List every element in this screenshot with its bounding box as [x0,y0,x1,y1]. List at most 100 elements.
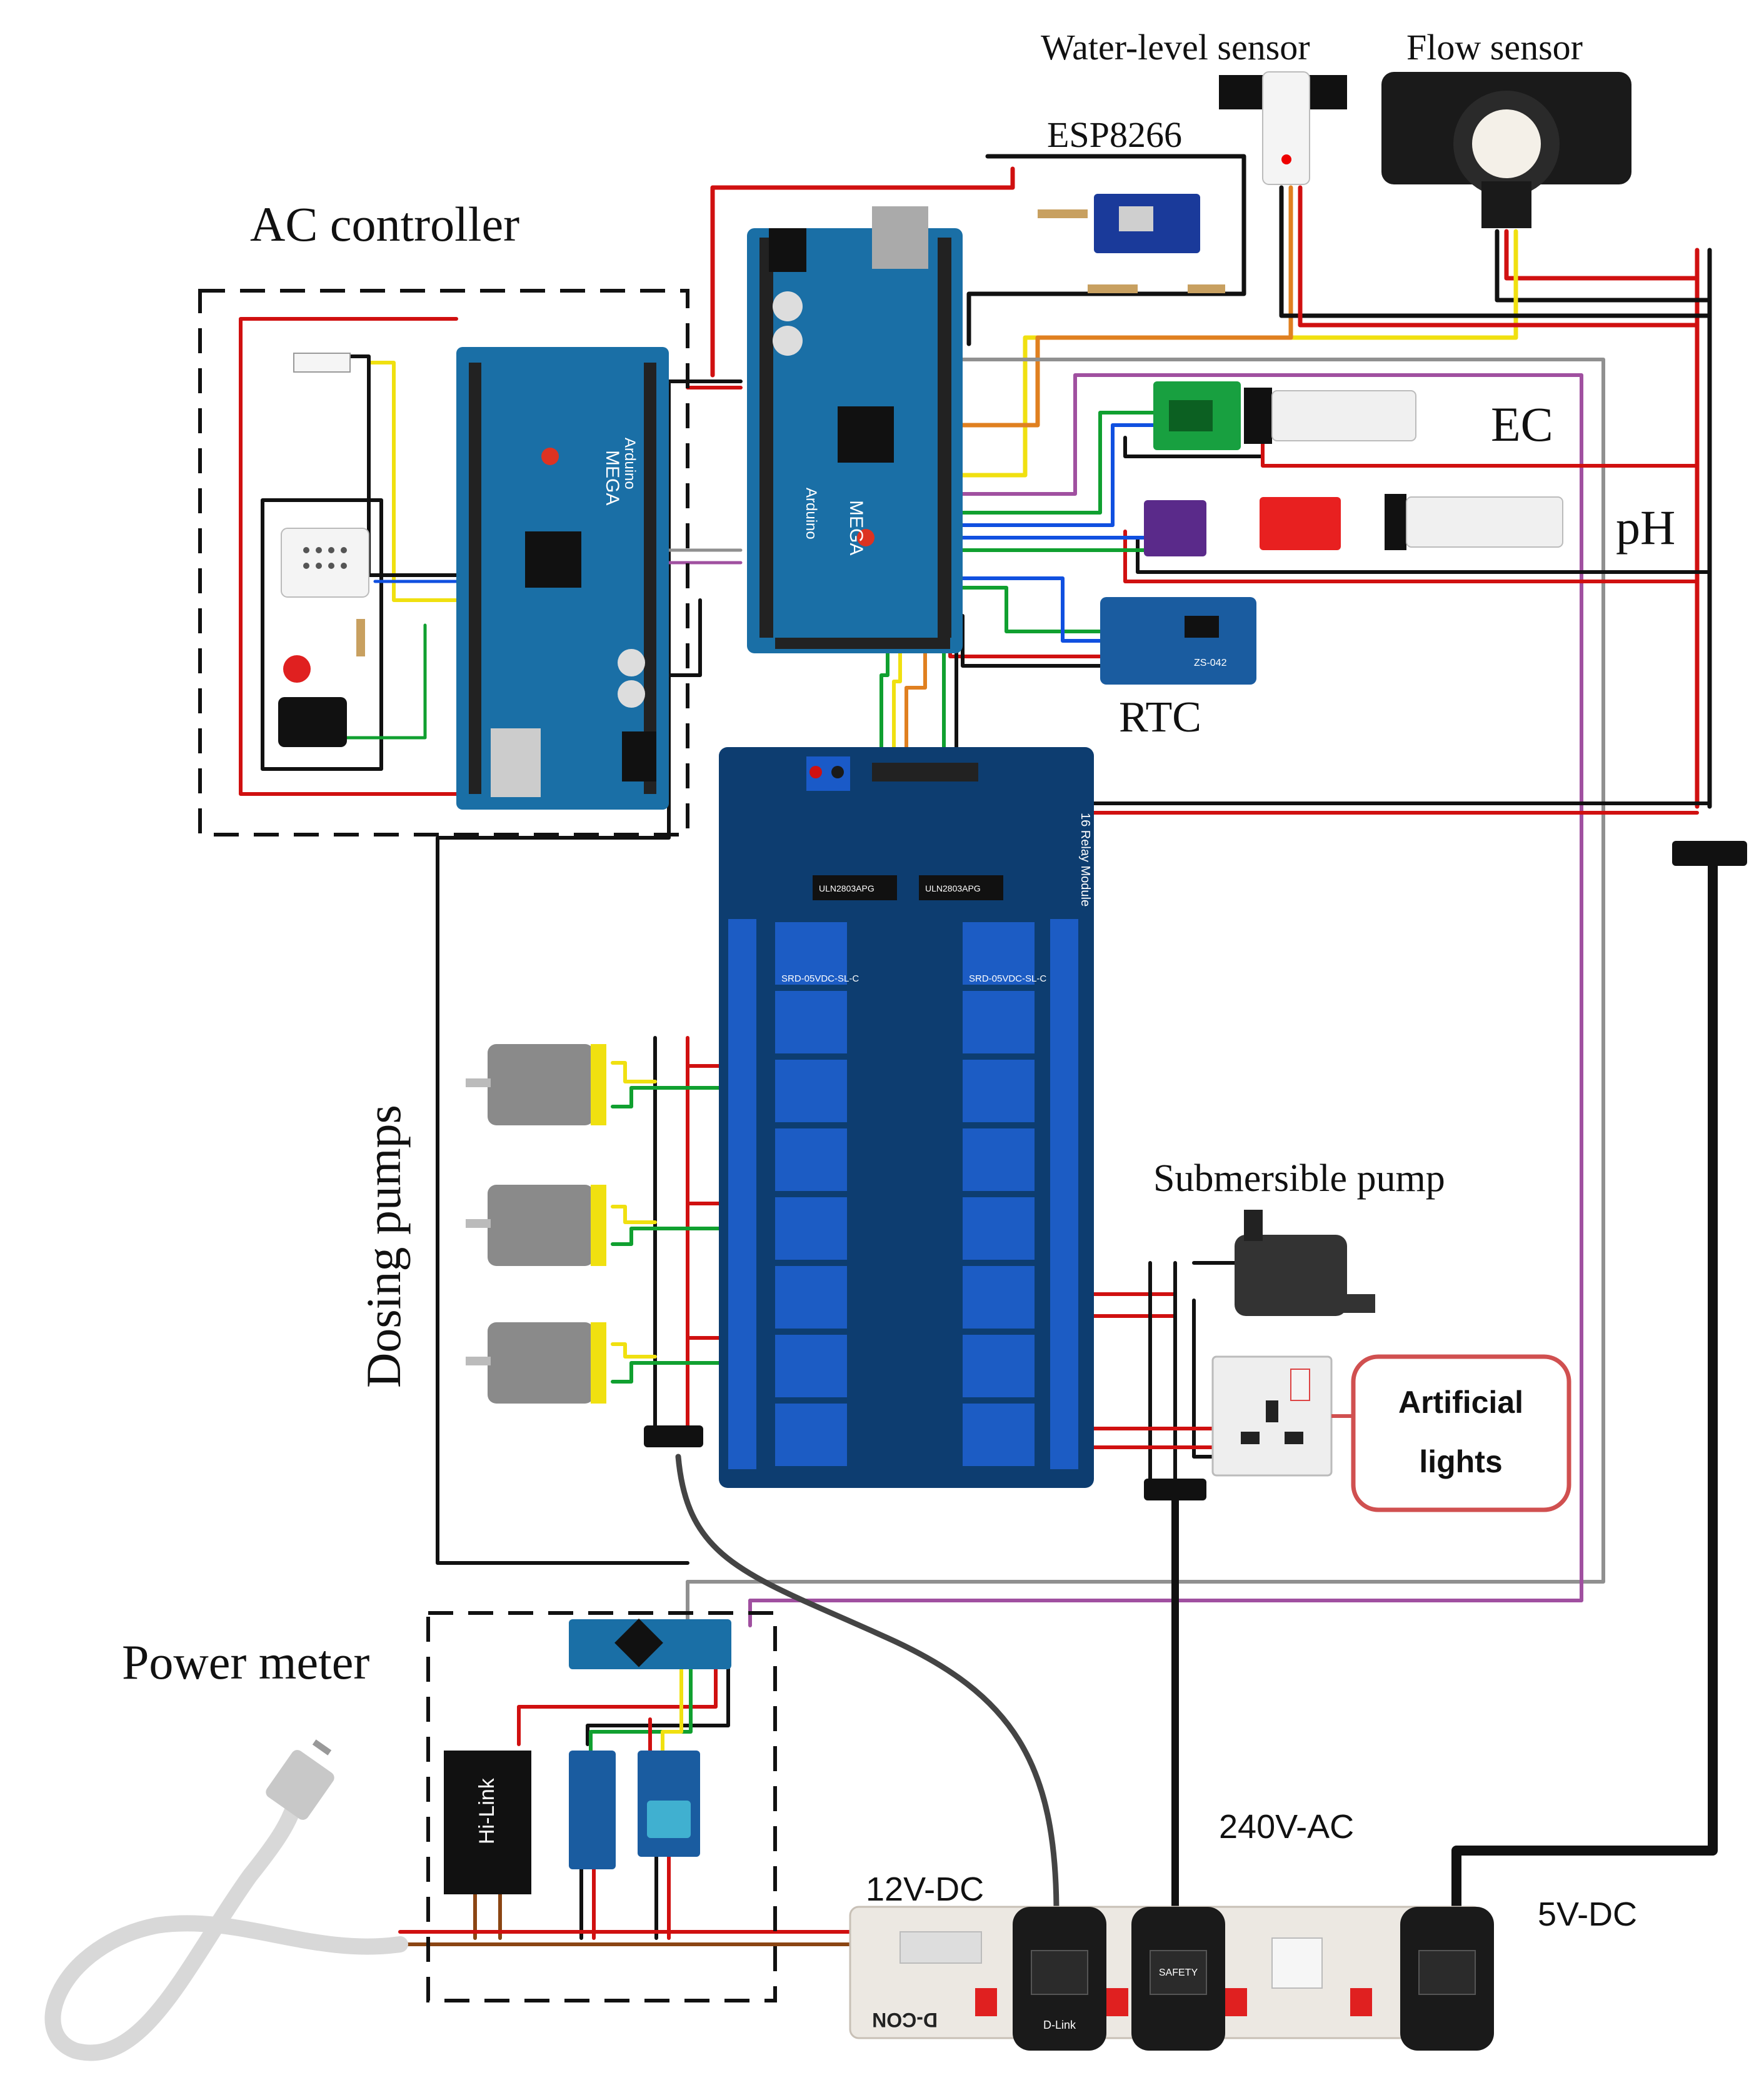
dosing-pump-2-icon [466,1185,606,1266]
wire-flow-yellow [948,229,1518,478]
wire-ph-red [1123,530,1699,583]
power-meter-dashed-box [426,1611,777,2002]
dosing-pump-3-icon [466,1322,606,1404]
ac-controller-group: AC controller MEGA Arduino [198,197,689,837]
artificial-lights-label-line1: Artificial [1398,1385,1523,1420]
esp-resistor-2-icon [1088,284,1138,293]
dosing-pump-1-icon [466,1044,606,1125]
wire-pump1-yellow [611,1061,657,1083]
adapter-240v-icon: SAFETY [1131,1907,1225,2051]
dosing-pump-junction [644,1425,703,1447]
power-meter-group: Power meter Hi-Link [122,1611,777,2002]
wire-12v-cable [675,1454,1060,1916]
power-strip-brand: D-CON [872,2009,938,2031]
relay-terminals-left [728,919,756,1469]
submersible-pump-group: Submersible pump [1153,1157,1445,1316]
wire-pm-black-1 [586,1667,730,1746]
wire-5v-supply [1451,858,1718,1918]
flow-sensor-group: Flow sensor [1381,27,1631,228]
ac-resistor-icon [356,619,365,656]
ac-controller-dashed-box [198,289,689,837]
flow-sensor-label: Flow sensor [1406,27,1583,68]
relay-module-text: 16 Relay Module [1078,813,1092,907]
wire-rtc-green [948,586,1102,633]
ph-sensor-group: pH [1144,494,1675,556]
rtc-group: ZS-042 RTC [1100,597,1256,741]
rtc-module [1100,597,1256,685]
wire-ac-green [336,623,427,740]
power-meter-label: Power meter [122,1635,369,1689]
hilink-module: Hi-Link [444,1751,531,1894]
esp-resistor-3-icon [1188,284,1225,293]
wire-ac-yellow [367,361,464,602]
ac-ir-emitter [278,697,347,747]
water-level-sensor-group: Water-level sensor [1041,27,1347,185]
ac-dht22-sensor [281,528,369,598]
ec-label: EC [1491,397,1553,451]
ac-arduino-text: Arduino [621,438,638,490]
wall-socket-icon [1211,1355,1333,1477]
wire-ph-green [948,511,1152,552]
esp-resistor-1-icon [1038,209,1088,218]
ac-led-icon [283,655,311,683]
voltage-sensor-module [569,1751,616,1869]
artificial-lights-label-line2: lights [1419,1444,1502,1479]
wire-flow-black [1495,229,1712,303]
esp8266-label: ESP8266 [1047,114,1182,155]
ph-board [1260,497,1341,550]
v240-ac-label: 240V-AC [1219,1808,1354,1846]
relay-module-group: ULN2803APG ULN2803APG 16 Relay Module SR… [719,747,1094,1488]
driver-chip-1-text: ULN2803APG [819,883,874,893]
adapter-12v-brand: D-Link [1043,2019,1076,2031]
main-arduino-mega-board: MEGA Arduino [747,206,963,653]
rtc-label: RTC [1119,693,1201,741]
adapter-12v-icon: D-Link [1013,1907,1106,2051]
esp8266-group: ESP8266 [1038,114,1225,293]
mains-plug-icon [44,1739,408,2061]
wire-pump2-yellow [611,1205,657,1224]
ac-junction [1144,1479,1206,1500]
relay-column-right [963,922,1035,1466]
wire-flow-red [1504,229,1700,281]
wire-sub-black [1148,1261,1177,1496]
hilink-text: Hi-Link [475,1777,499,1844]
wire-pm-black-2 [579,1855,658,1940]
wire-wl-red [1298,185,1700,328]
wire-pump3-green [611,1361,752,1384]
ph-probe [1406,496,1563,548]
ac-ir-sensor [293,353,351,373]
adapter-240v-mark: SAFETY [1159,1967,1198,1978]
wire-pm-yellow [661,1667,683,1752]
wire-pm-red-1 [517,1667,718,1746]
wire-pump3-yellow [611,1342,657,1359]
relay-model-text-left: SRD-05VDC-SL-C [781,973,859,984]
ac-mega-text: MEGA [602,450,623,505]
dc5v-junction [1672,841,1747,866]
wire-ec-black [1123,436,1265,458]
wire-pm-green [589,1667,693,1752]
wire-ac-black-3 [261,498,383,771]
submersible-pump-label: Submersible pump [1153,1157,1445,1200]
wire-rtc-blue [948,576,1102,643]
artificial-lights-callout: Artificial lights [1351,1354,1571,1512]
v12-dc-label: 12V-DC [866,1871,984,1908]
relay-model-text-right: SRD-05VDC-SL-C [969,973,1046,984]
relay-column-left [775,922,847,1466]
relay-terminals-right [1050,919,1078,1469]
driver-chip-2-text: ULN2803APG [925,883,981,893]
wire-ac-black-2 [348,354,464,577]
wire-wl-black [1279,185,1712,318]
ph-amp-board [1144,500,1206,556]
ec-sensor-group: EC [1153,381,1553,451]
wire-wl-orange [948,185,1293,428]
wire-ec-blue [948,423,1165,527]
wire-ec-green [948,411,1165,515]
ac-arduino-mega-board: MEGA Arduino [456,347,669,810]
v5-dc-label: 5V-DC [1538,1896,1637,1933]
rtc-module-text: ZS-042 [1194,658,1227,668]
wire-pm-red-3 [592,1855,671,1940]
wire-esp-black [966,154,1246,346]
water-level-sensor-label: Water-level sensor [1041,27,1310,68]
ac-dht-grid-icon [303,547,347,569]
